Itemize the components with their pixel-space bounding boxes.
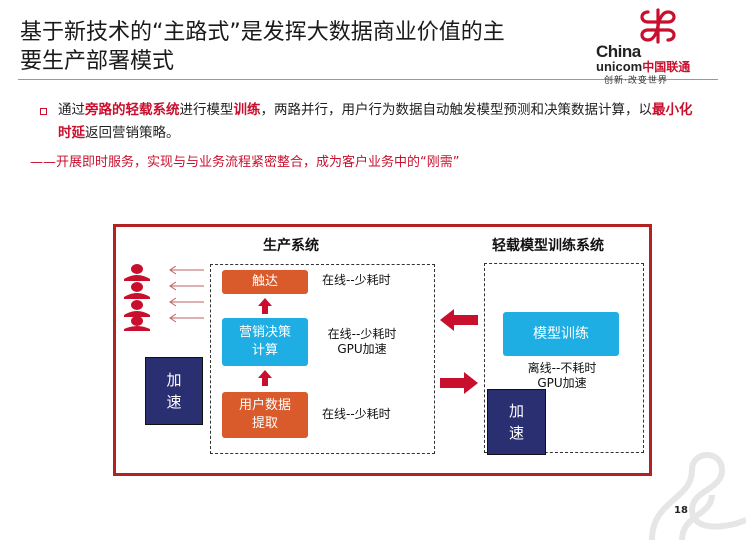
title-divider <box>18 79 718 80</box>
up-arrow-icon <box>258 298 272 314</box>
accel-right-char-1: 加 <box>508 402 524 420</box>
bullet-part-3: ，两路并行，用户行为数据自动触发模型预测和决策数据计算，以 <box>260 102 653 118</box>
production-system-box <box>210 264 435 454</box>
logo-unicom-en: unicom <box>596 59 643 74</box>
title-line-2: 要生产部署模式 <box>20 49 175 74</box>
production-system-title: 生产系统 <box>263 238 319 254</box>
logo-slogan: 创新·改变世界 <box>604 76 668 86</box>
decision-annotation: 在线--少耗时 GPU加速 <box>322 327 402 357</box>
bullet-paragraph: 通过旁路的轻载系统进行模型训练，两路并行，用户行为数据自动触发模型预测和决策数据… <box>58 99 698 145</box>
decision-annotation-line-1: 在线--少耗时 <box>327 327 397 341</box>
model-training-node: 模型训练 <box>503 312 619 356</box>
logo-china-text: China <box>596 42 641 61</box>
bullet-highlight-2: 训练 <box>233 102 261 118</box>
accel-left-char-2: 速 <box>166 393 182 411</box>
up-arrow-icon <box>258 370 272 386</box>
acceleration-box-left: 加 速 <box>145 357 203 425</box>
bullet-part-4: 返回营销策略。 <box>85 125 180 141</box>
extract-annotation: 在线--少耗时 <box>322 407 391 421</box>
training-annotation: 离线--不耗时 GPU加速 <box>517 361 607 391</box>
left-arrow-icon <box>440 309 478 331</box>
decorative-knot-watermark-icon <box>649 452 746 540</box>
acceleration-box-right: 加 速 <box>487 389 546 455</box>
decision-annotation-line-2: GPU加速 <box>337 342 387 356</box>
accel-left-char-1: 加 <box>166 371 182 389</box>
extract-label-2: 提取 <box>251 416 278 431</box>
training-annotation-line-2: GPU加速 <box>537 376 587 390</box>
bullet-part-2: 进行模型 <box>179 102 234 118</box>
slide-title: 基于新技术的“主路式”是发挥大数据商业价值的主 要生产部署模式 <box>20 18 605 76</box>
bullet-square-icon <box>40 108 47 115</box>
bullet-highlight-1: 旁路的轻载系统 <box>85 102 180 118</box>
decision-label-1: 营销决策 <box>238 325 291 340</box>
marketing-decision-node: 营销决策 计算 <box>222 318 308 366</box>
reach-node: 触达 <box>222 270 308 294</box>
decision-label-2: 计算 <box>251 343 278 358</box>
training-system-title: 轻载模型训练系统 <box>492 238 604 254</box>
customers-icon <box>124 264 150 331</box>
reach-annotation: 在线--少耗时 <box>322 273 391 287</box>
china-unicom-knot-icon <box>640 8 676 44</box>
page-number: 18 <box>674 505 688 516</box>
sub-statement: ——开展即时服务，实现与与业务流程紧密整合，成为客户业务中的“刚需” <box>30 155 460 170</box>
logo-unicom-cn: 中国联通 <box>642 60 691 74</box>
accel-right-char-2: 速 <box>508 424 524 442</box>
extract-label-1: 用户数据 <box>238 398 291 413</box>
right-arrow-icon <box>440 372 478 394</box>
logo-unicom-text: unicom中国联通 <box>596 58 690 75</box>
training-annotation-line-1: 离线--不耗时 <box>527 361 597 375</box>
title-line-1: 基于新技术的“主路式”是发挥大数据商业价值的主 <box>20 20 505 45</box>
bullet-part-1: 通过 <box>58 102 85 118</box>
user-data-extraction-node: 用户数据 提取 <box>222 392 308 438</box>
bullet-highlight-3: 最小化时延 <box>58 102 693 141</box>
to-customers-arrows-icon <box>169 266 204 323</box>
